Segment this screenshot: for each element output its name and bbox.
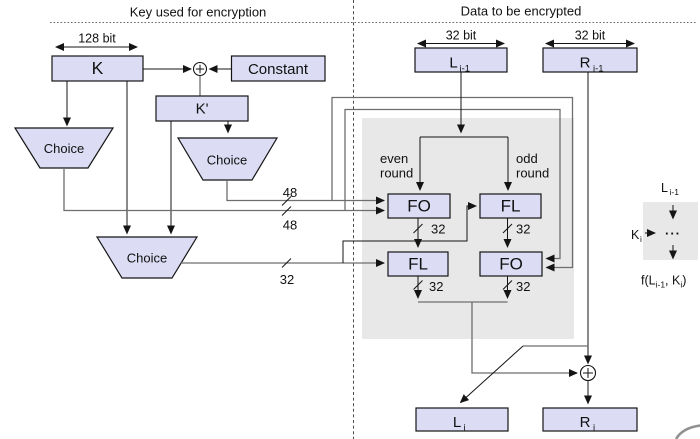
- mini-f-output-label: f(Li-1, Ki): [641, 274, 686, 290]
- r-out-label: R: [580, 414, 591, 431]
- label-32-out-right: 32: [516, 279, 530, 294]
- r-prev-label: R: [580, 55, 591, 72]
- l-prev-label: L: [449, 55, 457, 72]
- even-round-label-1: even: [380, 151, 408, 166]
- l-out-box: [415, 407, 509, 432]
- label-48-upper: 48: [283, 185, 297, 200]
- k-label: K: [92, 58, 104, 78]
- header-data-section: Data to be encrypted: [461, 4, 582, 19]
- mini-key-label: K: [631, 228, 640, 242]
- label-32-out-left: 32: [429, 279, 443, 294]
- wire-32-branch-to-fl: [342, 202, 477, 263]
- fo-even-box: [387, 193, 451, 219]
- f-output-to-xor-wire: [471, 302, 578, 377]
- fl-odd-box: [479, 193, 542, 219]
- r-prev-box: [542, 47, 638, 73]
- label-32-key: 32: [280, 272, 294, 287]
- r-out-box: [542, 407, 638, 432]
- fl-even-label: FL: [408, 255, 428, 274]
- l-prev-subscript: i-1: [460, 64, 471, 75]
- choice2-trapezoid: [176, 137, 279, 181]
- wire-48-lower: [63, 168, 385, 215]
- l-out-subscript: i: [464, 423, 466, 434]
- fo-odd-box: [479, 251, 543, 277]
- label-48-lower: 48: [283, 218, 297, 233]
- l-input-split-wires: [416, 72, 512, 191]
- header-key-section: Key used for encryption: [130, 5, 267, 20]
- wire-48-wrap-inner: [344, 108, 561, 263]
- odd-round-label-1: odd: [516, 151, 538, 166]
- k-prime-label: K': [196, 101, 209, 118]
- mini-input-subscript: i-1: [670, 187, 680, 197]
- even-round-label-2: round: [380, 166, 413, 181]
- swap-diagonal-wire: [459, 345, 524, 404]
- mini-input-label: L: [661, 181, 668, 195]
- k-box: [51, 55, 144, 82]
- label-32-mid-left: 32: [431, 222, 445, 237]
- wire-48-wrap-outer: [331, 96, 574, 272]
- constant-label: Constant: [248, 61, 309, 78]
- r-out-subscript: i: [593, 423, 595, 434]
- l-prev-box: [414, 47, 508, 73]
- round-internal-wires: [414, 218, 512, 299]
- key-width-label: 128 bit: [78, 32, 116, 46]
- corner-arc-decoration: [674, 424, 700, 439]
- odd-round-label-2: round: [516, 166, 549, 181]
- fl-even-box: [387, 251, 449, 277]
- mini-f-diagram: L i-1 K i ··· f(Li-1, Ki): [631, 181, 686, 290]
- label-32-mid-right: 32: [516, 222, 530, 237]
- r-width-dimension: 32 bit: [545, 29, 635, 48]
- choice1-trapezoid: [13, 127, 115, 169]
- fl-odd-label: FL: [501, 197, 521, 216]
- xor-top-icon: [143, 61, 232, 96]
- mini-key-subscript: i: [640, 234, 642, 244]
- choice2-label: Choice: [207, 153, 247, 168]
- l-width-dimension: 32 bit: [417, 29, 505, 48]
- xor-bottom-icon: [579, 364, 597, 405]
- r-width-label: 32 bit: [575, 29, 606, 43]
- key-to-choice-wires: [63, 81, 232, 235]
- r-prev-subscript: i-1: [593, 64, 604, 75]
- k-prime-box: [155, 95, 249, 122]
- fo-even-label: FO: [407, 197, 431, 216]
- wire-48-upper: [226, 180, 385, 205]
- choice3-trapezoid: [95, 236, 199, 279]
- key-width-dimension: 128 bit: [55, 32, 138, 51]
- mini-dots: ···: [665, 226, 681, 241]
- constant-box: [230, 55, 326, 82]
- l-width-label: 32 bit: [446, 29, 477, 43]
- choice1-label: Choice: [44, 141, 84, 156]
- l-out-label: L: [453, 414, 461, 431]
- fo-odd-label: FO: [499, 255, 523, 274]
- choice3-label: Choice: [127, 251, 167, 266]
